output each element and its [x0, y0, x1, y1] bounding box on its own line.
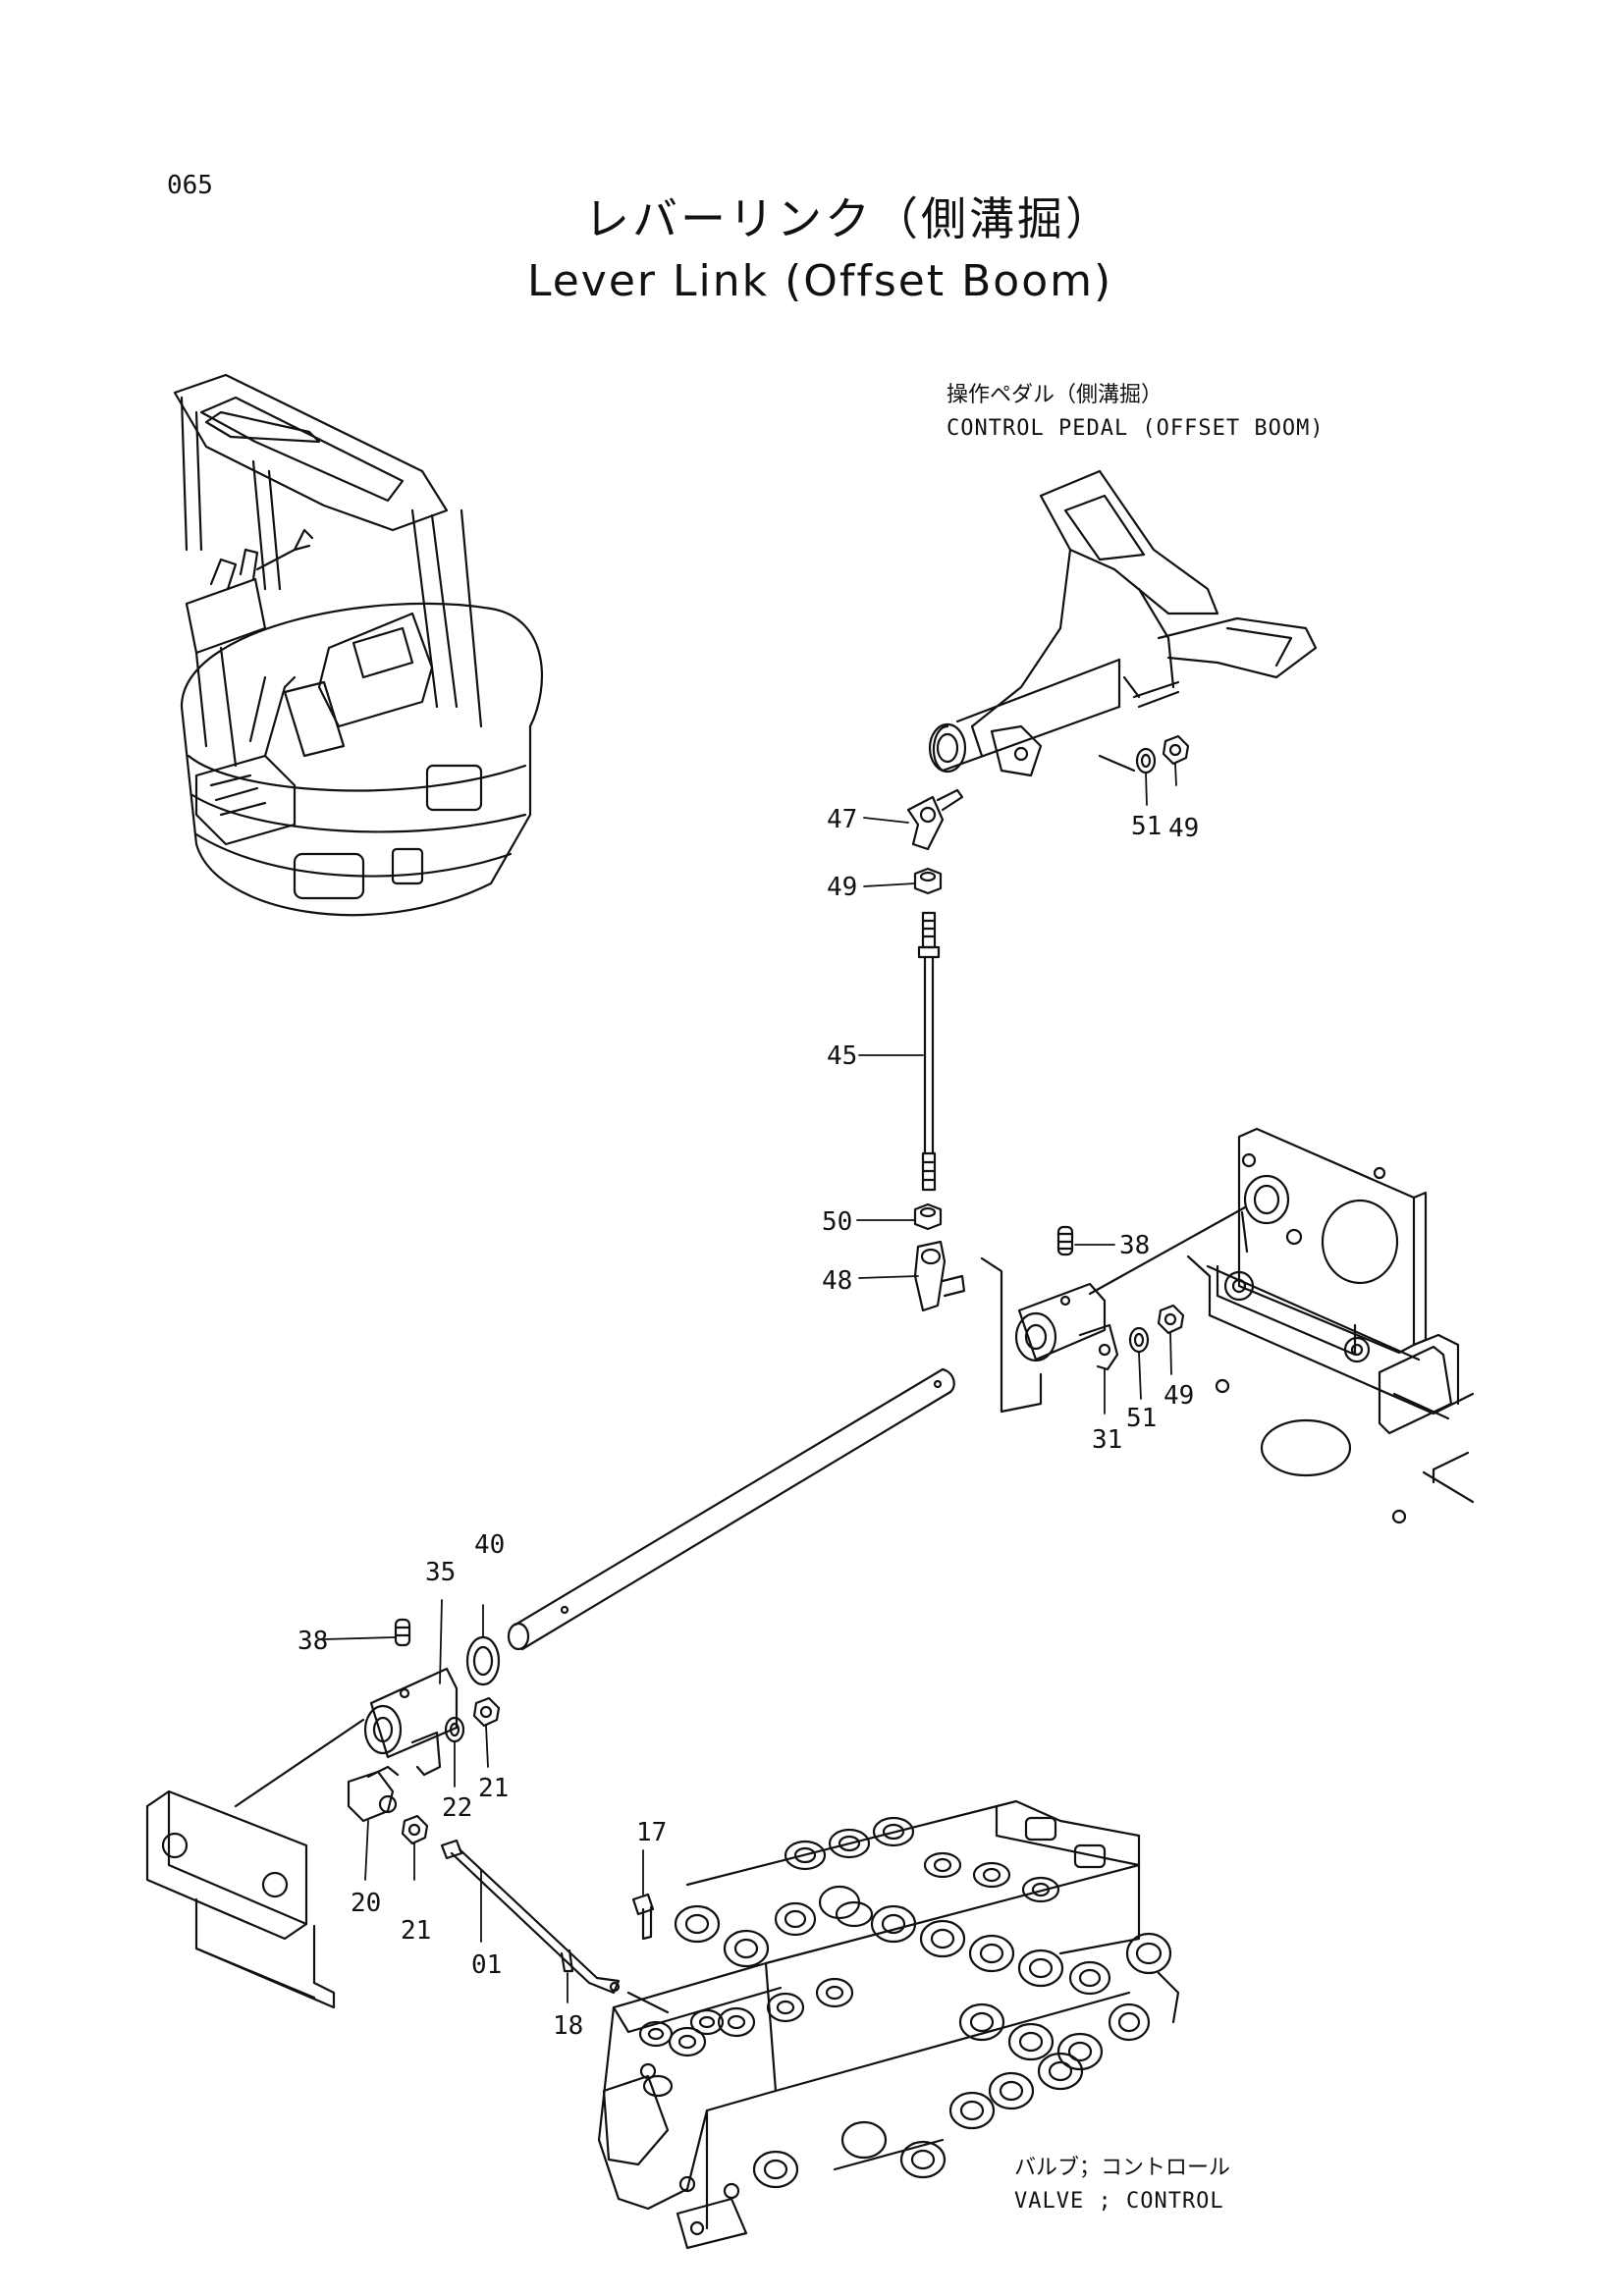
leader-bracket-lever — [234, 1718, 365, 1808]
washer-51-lower — [1128, 1326, 1150, 1354]
nut-49-upper-right — [1162, 734, 1190, 766]
part-label-20: 20 — [351, 1889, 381, 1918]
part-label-22: 22 — [442, 1793, 472, 1823]
part-label-45: 45 — [827, 1041, 857, 1071]
ball-joint-47 — [906, 788, 964, 851]
washer-40 — [465, 1635, 501, 1686]
nut-49-rod-top — [913, 867, 943, 895]
part-label-01: 01 — [471, 1950, 502, 1980]
lever-31 — [1014, 1282, 1119, 1371]
washer-22 — [444, 1716, 465, 1743]
part-label-49-lower: 49 — [1163, 1381, 1194, 1411]
part-label-51-upper: 51 — [1131, 812, 1162, 841]
part-label-49-upper: 49 — [1168, 814, 1199, 843]
title-japanese: レバーリンク（側溝掘） — [584, 192, 1113, 245]
part-label-50: 50 — [822, 1207, 852, 1237]
spring-pin-38-upper — [1056, 1225, 1074, 1256]
part-label-51-lower: 51 — [1126, 1404, 1157, 1433]
nut-21-lower — [401, 1814, 429, 1845]
part-label-21-lower: 21 — [401, 1916, 431, 1946]
nut-49-lower — [1157, 1304, 1185, 1335]
nut-50 — [913, 1202, 943, 1231]
ball-joint-48 — [913, 1240, 966, 1312]
part-label-38-upper: 38 — [1119, 1231, 1150, 1260]
title-english: Lever Link (Offset Boom) — [527, 256, 1113, 306]
machine-overview-illustration — [173, 373, 544, 917]
part-label-49-rod: 49 — [827, 873, 857, 902]
shaft-long — [507, 1367, 955, 1651]
rod-45 — [917, 911, 941, 1192]
leader-rod-valve — [626, 1991, 670, 2014]
bolt-17 — [631, 1893, 655, 1941]
control-pedal-illustration — [928, 469, 1318, 777]
part-label-38-lower: 38 — [298, 1627, 328, 1656]
part-label-17: 17 — [636, 1818, 667, 1847]
ball-joint-20 — [347, 1765, 400, 1823]
part-label-35: 35 — [425, 1558, 456, 1587]
part-label-40: 40 — [474, 1530, 505, 1560]
leader-lines — [323, 763, 1177, 2003]
control-pedal-label-jp: 操作ペダル（側溝掘） — [947, 383, 1163, 407]
link-line-right — [980, 1256, 1043, 1414]
part-number-labels: 47 51 49 49 45 50 48 38 51 49 31 40 35 3… — [298, 805, 1199, 2041]
control-valve-label-jp: バルブ；コントロール — [1014, 2156, 1231, 2180]
cotter-pin-18 — [560, 1949, 574, 1973]
bracket-lower-left — [145, 1789, 336, 2009]
spring-pin-38-lower — [394, 1618, 411, 1647]
nut-21-upper — [472, 1696, 501, 1728]
part-label-21-upper: 21 — [478, 1774, 509, 1803]
part-label-48: 48 — [822, 1266, 852, 1296]
lever-35 — [363, 1667, 459, 1777]
leader-bore-2 — [1240, 1210, 1249, 1254]
leader-bore — [1088, 1205, 1247, 1296]
washer-51-upper — [1135, 747, 1157, 774]
mount-bracket-right — [1186, 1127, 1475, 1524]
part-label-31: 31 — [1092, 1425, 1122, 1455]
control-valve-illustration — [597, 1799, 1180, 2250]
control-valve-label-en: VALVE ; CONTROL — [1014, 2189, 1224, 2214]
part-label-47: 47 — [827, 805, 857, 834]
part-label-18: 18 — [553, 2011, 583, 2041]
rod-01 — [440, 1839, 621, 1995]
page-number: 065 — [167, 171, 213, 200]
control-pedal-label-en: CONTROL PEDAL (OFFSET BOOM) — [947, 416, 1325, 441]
